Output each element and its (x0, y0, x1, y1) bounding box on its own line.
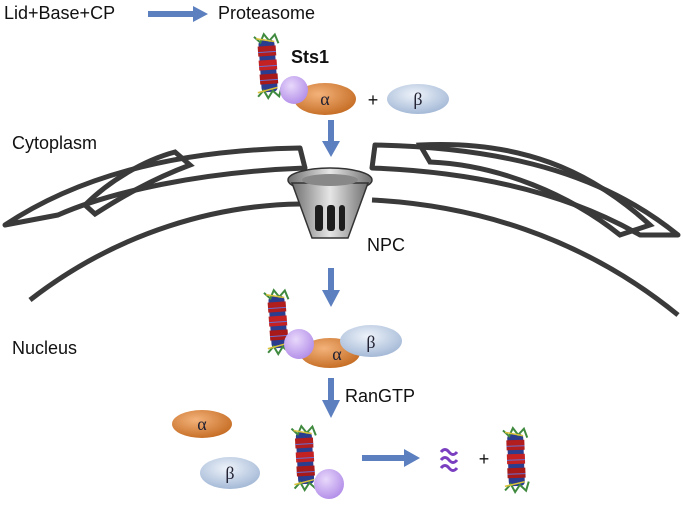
beta-label-nucleus: β (366, 332, 375, 352)
degraded-fragments-icon (439, 448, 459, 472)
arrow-right-degradation (362, 449, 420, 467)
sts1-circle-top (280, 76, 308, 104)
arrow-down-2 (322, 268, 340, 307)
proteasome-label: Proteasome (218, 3, 316, 23)
nuclear-envelope (2, 141, 681, 317)
cytoplasm-label: Cytoplasm (12, 133, 98, 153)
plus-top: + (368, 90, 379, 110)
alpha-label-released: α (197, 414, 207, 434)
nucleus-label: Nucleus (12, 338, 78, 358)
alpha-ellipse-top (294, 83, 356, 115)
alpha-label-nucleus: α (332, 344, 342, 364)
npc-label: NPC (367, 235, 406, 255)
beta-ellipse-top (387, 84, 449, 114)
beta-label-top: β (413, 89, 422, 109)
beta-ellipse-released (200, 457, 260, 489)
plus-bottom: + (479, 449, 490, 469)
sts1-circle-nucleus (284, 329, 314, 359)
npc-icon (287, 167, 373, 239)
arrow-down-1 (322, 120, 340, 157)
sts1-label: Sts1 (291, 47, 330, 67)
alpha-ellipse-released (172, 410, 232, 438)
sts1-circle-bottom (314, 469, 344, 499)
lid-base-cp-label: Lid+Base+CP (4, 3, 116, 23)
alpha-label-top: α (320, 89, 330, 109)
proteasome-icon-top (252, 32, 284, 100)
beta-ellipse-nucleus (340, 325, 402, 357)
top-arrow (148, 6, 208, 22)
beta-label-released: β (225, 463, 234, 483)
proteasome-icon-free (501, 426, 531, 494)
arrow-down-3 (322, 378, 340, 418)
rangtp-label: RanGTP (345, 386, 416, 406)
